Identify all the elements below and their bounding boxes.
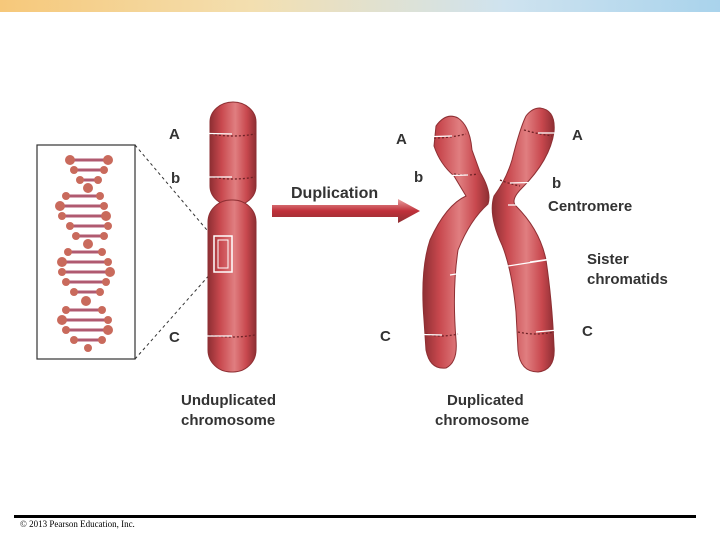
chromosome-lower-arm: [207, 199, 257, 373]
label-A-duplicated-right: A: [572, 127, 583, 144]
duplicated-chromosome: [422, 107, 555, 373]
copyright-text: © 2013 Pearson Education, Inc.: [20, 519, 135, 529]
label-C-duplicated-right: C: [582, 323, 593, 340]
unduplicated-caption-line2: chromosome: [181, 412, 275, 429]
label-C-duplicated-left: C: [380, 328, 391, 345]
sister-chromatid-left: [422, 115, 490, 369]
label-b-duplicated-left: b: [414, 169, 423, 186]
sister-chromatids-label-line1: Sister: [587, 251, 629, 268]
duplicated-caption-line1: Duplicated: [447, 392, 524, 409]
dna-double-helix: [55, 155, 115, 352]
dna-region-box: [213, 235, 233, 273]
leader-lines-white: [187, 132, 586, 337]
gene-bands: [208, 133, 256, 338]
top-gradient-bar: [0, 0, 720, 12]
unduplicated-caption-line1: Unduplicated: [181, 392, 276, 409]
dna-inset: [36, 144, 136, 360]
dna-backbone-beads: [55, 155, 115, 352]
centromere-label: Centromere: [548, 198, 632, 215]
unduplicated-chromosome: [207, 101, 257, 373]
zoom-lines: [134, 144, 213, 360]
sister-chromatids-label-line2: chromatids: [587, 271, 668, 288]
dna-rungs: [60, 158, 110, 342]
footer-rule: [14, 515, 696, 518]
label-A-unduplicated: A: [169, 126, 180, 143]
label-b-unduplicated: b: [171, 170, 180, 187]
chromosome-upper-arm: [209, 101, 257, 207]
duplication-label: Duplication: [291, 185, 378, 202]
label-b-duplicated-right: b: [552, 175, 561, 192]
sister-chromatid-right: [491, 107, 555, 373]
label-C-unduplicated: C: [169, 329, 180, 346]
duplicated-caption-line2: chromosome: [435, 412, 529, 429]
duplication-arrow: [272, 199, 420, 223]
arrow-shape: [272, 199, 420, 223]
dna-region-inner-box: [217, 239, 229, 269]
label-A-duplicated-left: A: [396, 131, 407, 148]
